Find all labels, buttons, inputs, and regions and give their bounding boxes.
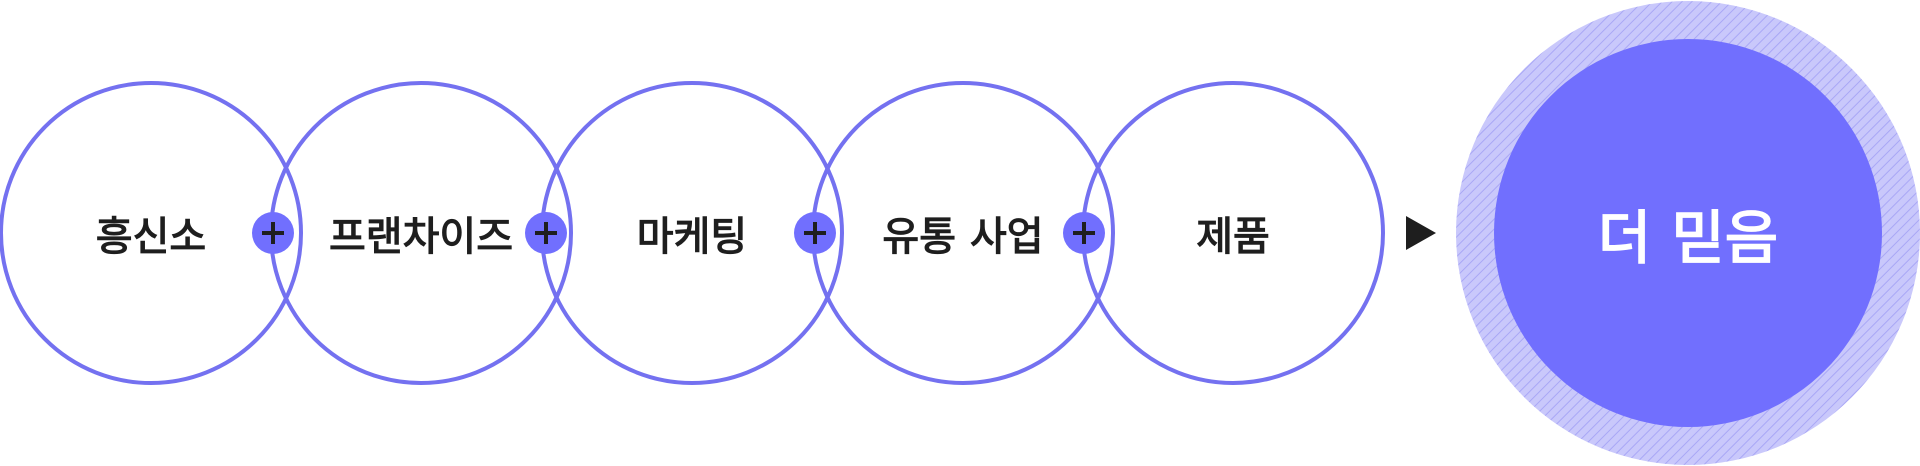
result-label: 더 믿음	[1597, 204, 1779, 272]
plus-icon	[1063, 212, 1105, 254]
step-label-2: 프랜차이즈	[329, 214, 513, 260]
step-label-5: 제품	[1196, 214, 1270, 260]
plus-icon	[252, 212, 294, 254]
plus-icon	[525, 212, 567, 254]
plus-icon	[794, 212, 836, 254]
step-label-1: 흥신소	[95, 214, 207, 260]
result-inner-circle	[1494, 39, 1882, 427]
play-arrow-icon	[1406, 216, 1436, 250]
step-label-4: 유통 사업	[882, 214, 1044, 260]
step-label-3: 마케팅	[636, 214, 748, 260]
step-circle-1	[0, 81, 303, 385]
